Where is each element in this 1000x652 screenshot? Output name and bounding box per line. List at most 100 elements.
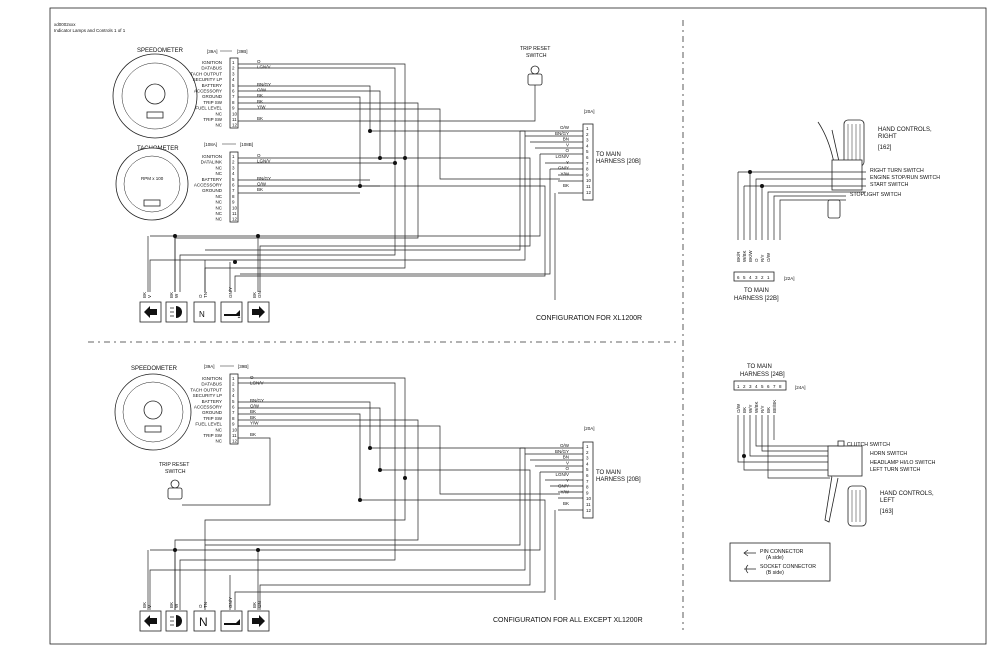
pin-number: 5 xyxy=(761,384,764,389)
switch-label: START SWITCH xyxy=(870,182,909,188)
wire-color-label: BE/BK xyxy=(772,400,777,413)
wire-color-label: GN/Y xyxy=(228,287,233,298)
lhc-harness-1: TO MAIN xyxy=(747,364,772,370)
pin-label: ACCESSORY xyxy=(194,89,222,94)
doc-id: xd0002xxx xyxy=(54,22,76,27)
pin-label: TACH OUTPUT xyxy=(190,71,222,76)
top-caption: CONFIGURATION FOR XL1200R xyxy=(536,315,642,322)
right-hand-controls: HAND CONTROLS, RIGHT [162] RIGHT TURN SW… xyxy=(733,119,940,302)
bottom-main-harness-2: HARNESS [20B] xyxy=(596,477,641,483)
wire-color-label: BK xyxy=(742,407,747,413)
pin-number: 9 xyxy=(586,172,589,177)
top-main-harness-1: TO MAIN xyxy=(596,152,621,158)
rhc-title-2: RIGHT xyxy=(878,134,897,140)
wire-color-label: Y/W xyxy=(250,421,259,426)
pin-number: 6 xyxy=(586,473,589,478)
bottom-main-connector-ref: [20A] xyxy=(584,426,595,431)
wire-color-label: BN/GY xyxy=(250,398,264,403)
legend-pin-1: PIN CONNECTOR xyxy=(760,549,804,555)
wire-color-label: V xyxy=(147,605,152,608)
doc-subtitle: Indicator Lamps and Controls 1 of 1 xyxy=(54,28,126,33)
pin-number: 9 xyxy=(232,422,235,427)
wire-color-label: O xyxy=(198,294,203,298)
oil-pressure-indicator-icon xyxy=(220,610,243,632)
wire-color-label: V xyxy=(566,460,569,465)
wire-color-label: Y/W xyxy=(561,171,570,176)
pin-label: BATTERY xyxy=(202,83,222,88)
wire-color-label: Y/W xyxy=(257,105,266,110)
pin-number: 8 xyxy=(232,194,235,199)
bottom-speedo-connector-a: [39A] xyxy=(204,364,215,369)
pin-label: NC xyxy=(216,439,223,444)
pin-number: 4 xyxy=(586,461,589,466)
pin-label: DATABUS xyxy=(201,382,222,387)
top-tach-face-label: RPM x 100 xyxy=(141,176,164,181)
bottom-speedo-connector-b: [39B] xyxy=(238,364,249,369)
wire-color-label: TN xyxy=(203,292,208,298)
pin-number: 3 xyxy=(586,138,589,143)
pin-number: 12 xyxy=(232,123,238,128)
wire-color-label: O xyxy=(198,604,203,608)
legend-pin-2: (A side) xyxy=(766,555,784,561)
pin-label: ACCESSORY xyxy=(194,405,222,410)
pin-number: 10 xyxy=(586,178,592,183)
wire-color-label: BK xyxy=(563,501,569,506)
pin-label: DATALINK xyxy=(201,160,222,165)
pin-label: FUEL LEVEL xyxy=(195,106,222,111)
wire-color-label: BN/GY xyxy=(555,449,569,454)
pin-number: 11 xyxy=(586,184,591,189)
wire-color-label: O/W xyxy=(257,88,267,93)
rhc-connector-ref: [22A] xyxy=(784,276,795,281)
pin-label: GROUND xyxy=(202,94,223,99)
top-wires xyxy=(147,63,583,300)
top-main-connector-ref: [20A] xyxy=(584,109,595,114)
pin-number: 8 xyxy=(779,384,782,389)
lhc-ref: [163] xyxy=(880,509,894,515)
pin-number: 9 xyxy=(586,490,589,495)
pin-number: 11 xyxy=(232,117,237,122)
wire-color-label: BK xyxy=(766,407,771,413)
wire-color-label: LGN/V xyxy=(257,65,271,70)
pin-label: NC xyxy=(216,200,223,205)
pin-number: 12 xyxy=(586,508,592,513)
wire-color-label: O xyxy=(754,258,759,262)
wire-color-label: W xyxy=(174,293,179,298)
rhc-harness-1: TO MAIN xyxy=(744,288,769,294)
wire-color-label: O/W xyxy=(766,252,771,262)
pin-number: 9 xyxy=(232,106,235,111)
wire-color-label: O/W xyxy=(257,182,267,187)
pin-number: 2 xyxy=(232,382,235,387)
pin-label: NC xyxy=(216,217,223,222)
pin-number: 1 xyxy=(586,444,589,449)
bottom-trip-reset-label-2: SWITCH xyxy=(165,469,186,475)
wire-color-label: LGN/V xyxy=(555,154,569,159)
top-trip-reset-switch-icon xyxy=(527,65,543,110)
pin-label: BATTERY xyxy=(202,177,222,182)
pin-label: IGNITION xyxy=(202,154,222,159)
pin-number: 12 xyxy=(586,190,592,195)
lhc-connector-ref: [24A] xyxy=(795,385,806,390)
pin-number: 2 xyxy=(232,160,235,165)
wire-color-label: GN xyxy=(257,601,262,608)
pin-label: NC xyxy=(216,427,223,432)
switch-label: LEFT TURN SWITCH xyxy=(870,467,920,473)
wire-color-label: W/BK xyxy=(754,401,759,413)
wire-color-label: BN/GY xyxy=(555,131,569,136)
pin-number: 11 xyxy=(232,211,237,216)
pin-label: FUEL LEVEL xyxy=(195,422,222,427)
top-speedo-connector-a: [39A] xyxy=(207,49,218,54)
wire-color-label: BK xyxy=(563,183,569,188)
pin-number: 1 xyxy=(737,384,740,389)
page-border xyxy=(49,7,987,645)
wire-color-label: BK xyxy=(252,292,257,298)
pin-number: 10 xyxy=(586,496,592,501)
pin-label: ACCESSORY xyxy=(194,183,222,188)
lhc-wires xyxy=(737,415,838,479)
high-beam-indicator-icon xyxy=(165,301,188,323)
pin-number: 7 xyxy=(232,94,235,99)
pin-number: 6 xyxy=(737,275,740,280)
